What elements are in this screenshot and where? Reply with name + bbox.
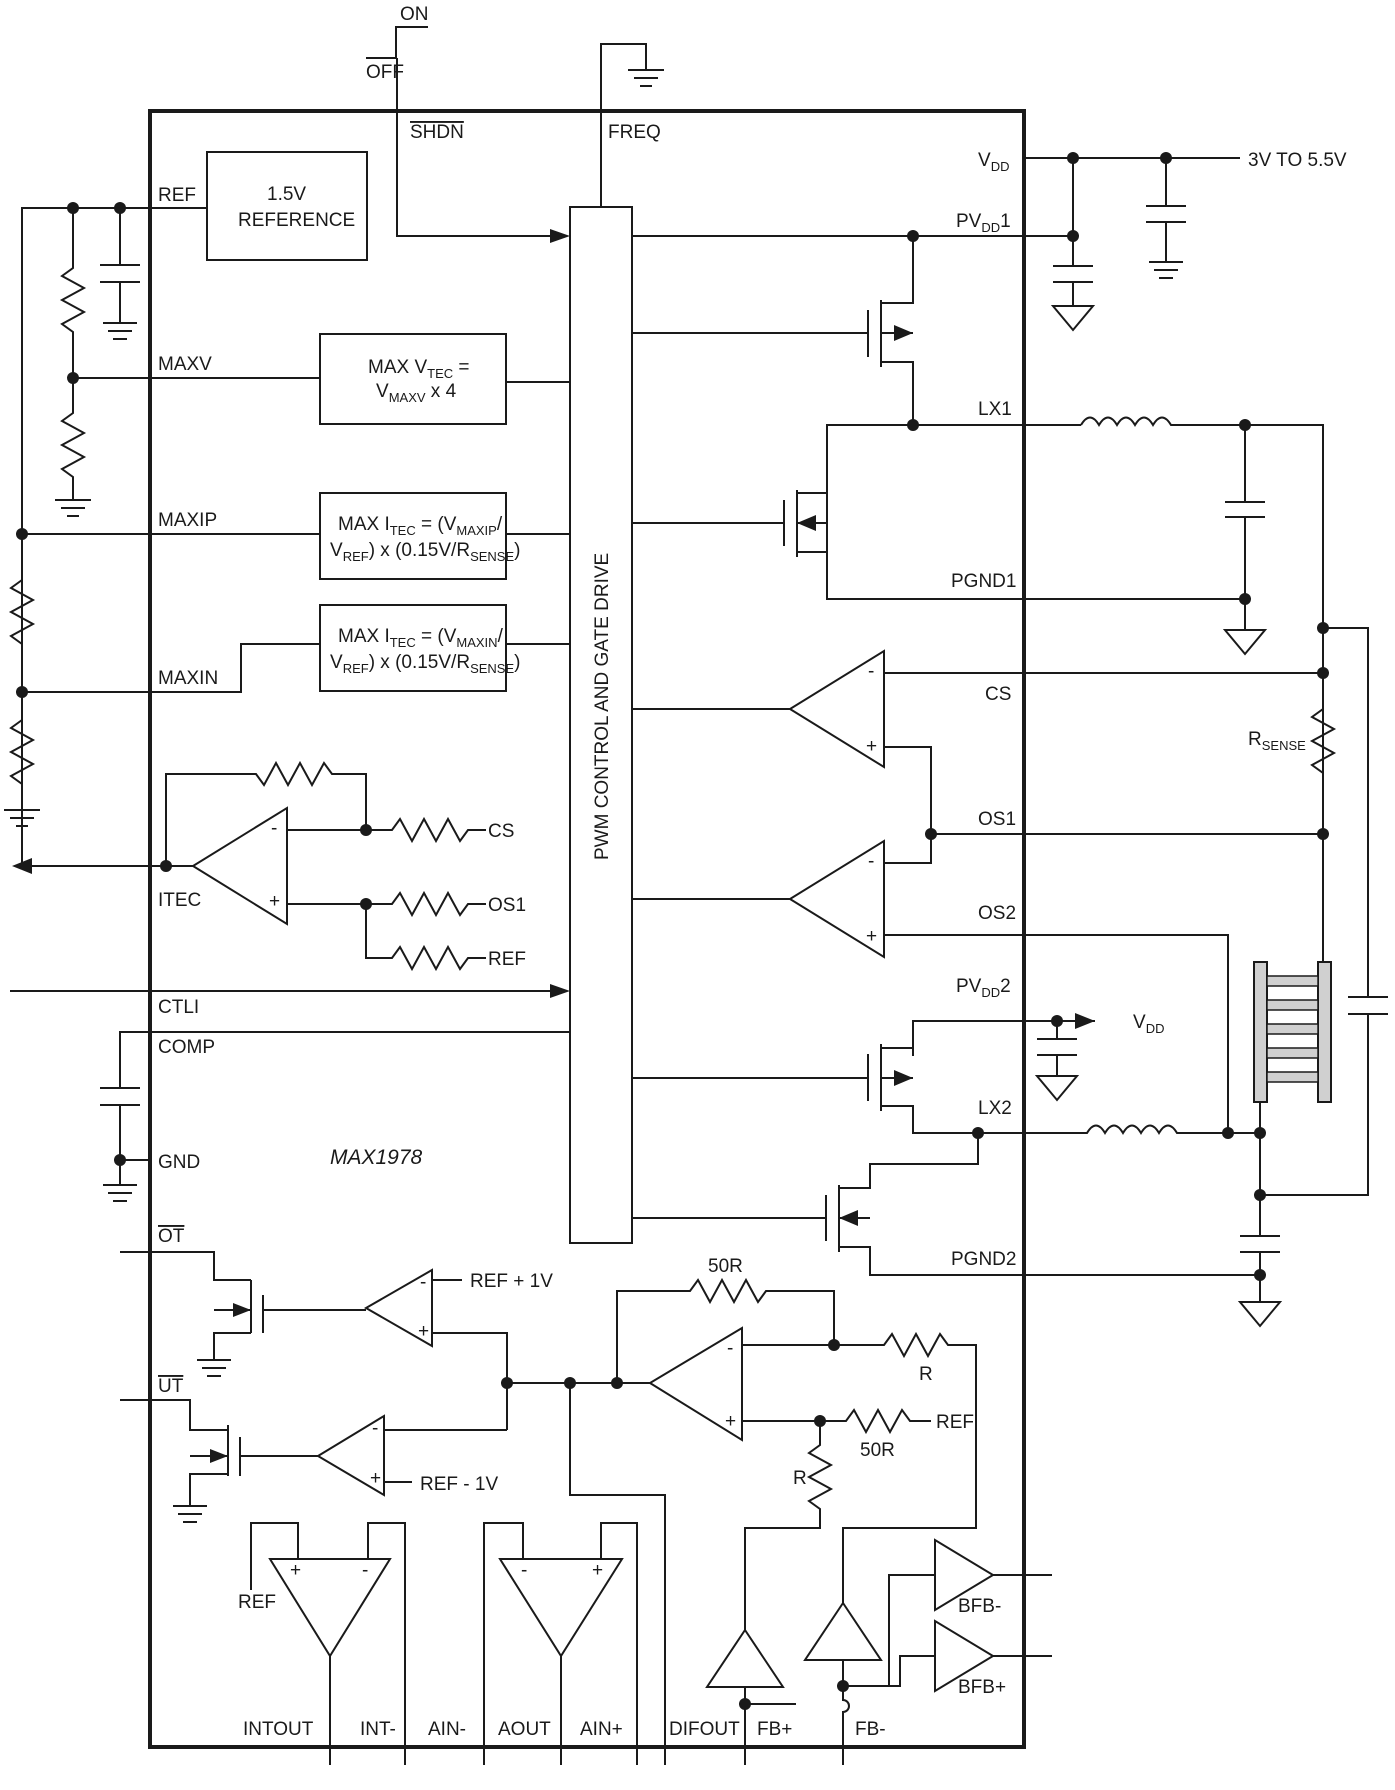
ut-comparator <box>316 1414 385 1497</box>
svg-text:+: + <box>418 1321 429 1342</box>
svg-text:-: - <box>271 818 277 839</box>
pwm-control-label: PWM CONTROL AND GATE DRIVE <box>592 553 613 860</box>
svg-text:+: + <box>725 1411 736 1432</box>
svg-text:+: + <box>269 891 280 912</box>
label-bfb-plus: BFB+ <box>958 1677 1006 1698</box>
label-on: ON <box>400 4 429 25</box>
svg-text:+: + <box>866 736 877 757</box>
pin-maxin: MAXIN <box>158 668 218 689</box>
pin-pgnd1: PGND1 <box>951 571 1016 592</box>
pin-ain-minus: AIN- <box>428 1719 466 1740</box>
chip-name: MAX1978 <box>330 1146 423 1169</box>
pin-int-minus: INT- <box>360 1719 396 1740</box>
pin-lx1: LX1 <box>978 399 1012 420</box>
pin-ref: REF <box>158 185 196 206</box>
label-ref-diff: REF <box>936 1412 974 1433</box>
label-r-mid: R <box>793 1468 807 1489</box>
pin-cs: CS <box>985 684 1011 705</box>
os-amplifier <box>788 839 885 959</box>
maxip-line1: MAX ITEC = (VMAXIP/ <box>338 514 503 538</box>
label-off: OFF <box>366 62 404 83</box>
pin-pvdd1: PVDD1 <box>956 211 1011 235</box>
pin-ot: OT <box>158 1226 185 1247</box>
chip-outline <box>148 109 1026 1749</box>
pin-pvdd2: PVDD2 <box>956 976 1011 1000</box>
pin-pgnd2: PGND2 <box>951 1249 1016 1270</box>
svg-text:-: - <box>868 661 874 682</box>
maxv-line2: VMAXV x 4 <box>376 381 457 405</box>
pin-ain-plus: AIN+ <box>580 1719 623 1740</box>
pin-gnd: GND <box>158 1152 200 1173</box>
pin-vdd: VDD <box>978 150 1009 174</box>
pin-intout: INTOUT <box>243 1719 314 1740</box>
tec-module-right <box>1317 961 1332 1103</box>
pin-os2: OS2 <box>978 903 1016 924</box>
bfb-minus-buffer <box>934 1538 995 1612</box>
maxip-line2: VREF) x (0.15V/RSENSE) <box>330 540 520 564</box>
svg-text:+: + <box>370 1468 381 1489</box>
maxip-block <box>319 492 507 580</box>
label-rsense: RSENSE <box>1248 729 1306 753</box>
pin-itec: ITEC <box>158 890 201 911</box>
svg-text:-: - <box>420 1272 426 1293</box>
pin-fb-minus: FB- <box>855 1719 886 1740</box>
label-r-top: R <box>919 1364 933 1385</box>
ain-amplifier <box>498 1558 624 1658</box>
label-50r-mid: 50R <box>860 1440 895 1461</box>
label-ref-minus-1v: REF - 1V <box>420 1474 498 1495</box>
tec-module-left <box>1253 961 1268 1103</box>
label-cs-in: CS <box>488 821 514 842</box>
label-bfb-minus: BFB- <box>958 1596 1001 1617</box>
label-ref-plus-1v: REF + 1V <box>470 1271 553 1292</box>
pin-difout: DIFOUT <box>669 1719 740 1740</box>
pin-aout: AOUT <box>498 1719 551 1740</box>
label-ref-int: REF <box>238 1592 276 1613</box>
maxv-block <box>319 333 507 425</box>
pin-lx2: LX2 <box>978 1098 1012 1119</box>
fbplus-buffer <box>705 1628 785 1688</box>
label-vdd-out: VDD <box>1133 1012 1164 1036</box>
svg-text:-: - <box>727 1338 733 1359</box>
pin-fb-plus: FB+ <box>757 1719 792 1740</box>
maxin-line2: VREF) x (0.15V/RSENSE) <box>330 652 520 676</box>
maxv-line1: MAX VTEC = <box>368 357 470 381</box>
reference-line1: 1.5V <box>267 184 306 205</box>
reference-line2: REFERENCE <box>238 210 355 231</box>
supply-range: 3V TO 5.5V <box>1248 150 1347 171</box>
svg-text:+: + <box>290 1560 301 1581</box>
label-50r-top: 50R <box>708 1256 743 1277</box>
pin-maxip: MAXIP <box>158 510 217 531</box>
pin-comp: COMP <box>158 1037 215 1058</box>
cs-amplifier <box>788 649 885 769</box>
itec-amplifier <box>191 806 288 926</box>
bfb-plus-buffer <box>934 1619 995 1693</box>
pin-maxv: MAXV <box>158 354 212 375</box>
fbminus-buffer <box>803 1601 883 1661</box>
svg-text:-: - <box>521 1560 527 1581</box>
maxin-line1: MAX ITEC = (VMAXIN/ <box>338 626 504 650</box>
pin-freq: FREQ <box>608 122 661 143</box>
label-ref-in: REF <box>488 949 526 970</box>
maxin-block <box>319 604 507 692</box>
label-os1-in: OS1 <box>488 895 526 916</box>
svg-text:-: - <box>372 1418 378 1439</box>
svg-text:+: + <box>592 1560 603 1581</box>
diff-amplifier <box>648 1326 743 1442</box>
pin-ut: UT <box>158 1376 184 1397</box>
int-amplifier <box>268 1558 392 1658</box>
reference-block <box>206 151 368 261</box>
pin-ctli: CTLI <box>158 997 199 1018</box>
pin-shdn: SHDN <box>410 122 464 143</box>
svg-text:-: - <box>362 1560 368 1581</box>
svg-text:+: + <box>866 926 877 947</box>
ot-comparator <box>363 1268 433 1348</box>
svg-text:-: - <box>868 851 874 872</box>
pin-os1: OS1 <box>978 809 1016 830</box>
